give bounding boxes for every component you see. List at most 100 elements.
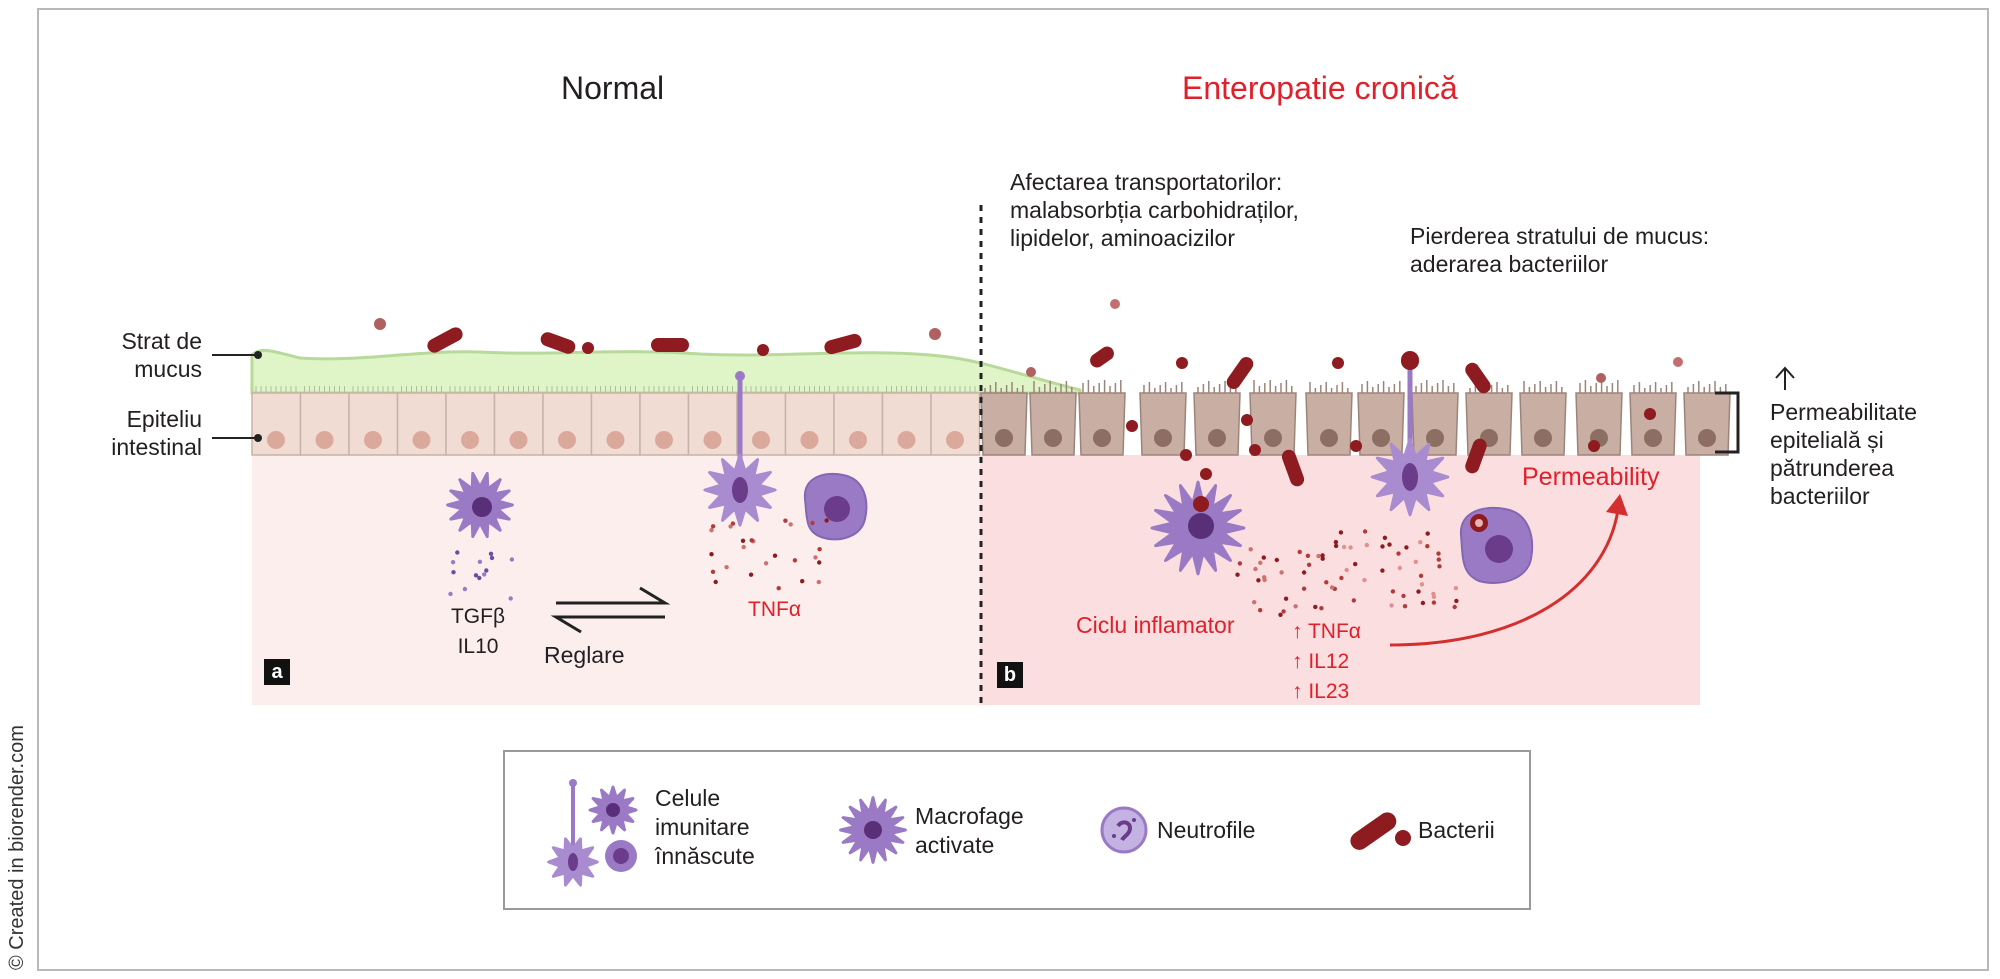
cytokine-dot — [1452, 604, 1457, 610]
panel-tag-b: b — [997, 662, 1023, 688]
cytokine-dot — [1387, 542, 1392, 547]
cytokine-il12-up: ↑ IL12 — [1292, 650, 1350, 673]
cytokine-dot — [1256, 578, 1261, 583]
epithelial-cell — [493, 386, 544, 456]
bacterium-coccus — [1026, 367, 1036, 377]
cytokine-dot — [1431, 591, 1436, 597]
cytokine-tnfa-up: ↑ TNFα — [1292, 620, 1361, 643]
credit-text: © Created in biorender.com — [6, 725, 28, 970]
cytokine-dot — [1389, 603, 1394, 608]
bacterium-coccus — [582, 342, 594, 354]
cytokine-dot — [713, 579, 718, 585]
cytokine-dot — [1248, 547, 1253, 552]
cytokine-dot — [1338, 530, 1344, 535]
cytokine-dot — [1341, 544, 1347, 550]
macrophage-chronic — [1150, 480, 1246, 576]
cytokine-dot — [1420, 600, 1426, 606]
macrophage-normal — [446, 471, 514, 539]
epithelial-cell — [736, 386, 787, 456]
cytokine-dot — [1283, 596, 1289, 601]
cytokine-dot — [1418, 573, 1424, 578]
bacterium-coccus — [1110, 299, 1120, 309]
cytokine-dot — [724, 565, 729, 570]
permeability-bracket — [1715, 391, 1740, 454]
cytokine-dot — [482, 572, 487, 577]
cytokine-dot — [1274, 557, 1280, 563]
cytokine-dot — [1396, 551, 1401, 556]
cytokine-dot — [1453, 586, 1459, 591]
cytokine-dot — [484, 568, 489, 573]
epithelial-cell — [1193, 381, 1241, 456]
bacterium-coccus — [1249, 444, 1261, 456]
chronic-cytokines: ↑ TNFα ↑ IL12 ↑ IL23 — [1292, 617, 1361, 707]
epithelial-cell — [1629, 382, 1677, 456]
cytokine-dot — [772, 553, 778, 558]
cytokine-dots — [448, 518, 1459, 617]
cytokine-dot — [1306, 562, 1312, 567]
cytokine-dot — [1252, 600, 1257, 605]
cytokine-dot — [473, 573, 479, 578]
bacterium-coccus — [1176, 357, 1188, 369]
normal-tnf: TNFα — [748, 598, 801, 621]
cytokine-dot — [783, 518, 788, 523]
cytokine-dot — [1261, 555, 1267, 560]
cytokine-dot — [462, 586, 468, 592]
cytokine-dot — [1401, 593, 1406, 599]
cytokine-dot — [710, 524, 716, 529]
cytokine-dot — [1333, 539, 1339, 545]
title-chronic: Enteropatie cronică — [1182, 70, 1458, 106]
epithelial-cell — [590, 386, 641, 456]
bacterium-rod — [427, 327, 463, 353]
epithelium-label: Epiteliu intestinal — [111, 406, 202, 460]
neutrophil-normal — [803, 472, 868, 541]
cytokine-dot — [763, 561, 769, 566]
cytokine-dot — [509, 557, 515, 562]
panel-tag-a: a — [264, 659, 290, 685]
cytokine-dot — [1351, 598, 1357, 603]
cytokine-dot — [1305, 553, 1311, 558]
cytokine-dot — [813, 555, 818, 560]
cytokine-dot — [1301, 586, 1307, 591]
cytokine-dot — [740, 538, 746, 543]
cytokine-dot — [817, 560, 822, 565]
legend-bacteria-icon — [1350, 812, 1411, 850]
cytokine-dot — [741, 544, 746, 550]
cytokine-dot — [1279, 570, 1284, 575]
cytokine-dot — [817, 547, 822, 552]
title-normal: Normal — [561, 70, 665, 106]
epithelial-cell — [784, 386, 835, 456]
bacteria-group — [374, 299, 1683, 487]
cytokine-dot — [749, 538, 754, 543]
cytokine-dot — [488, 551, 494, 556]
cytokine-dot — [455, 550, 460, 555]
figure-frame — [37, 8, 1989, 971]
cytokine-dot — [1418, 540, 1423, 545]
legend-neutrophil-icon — [1100, 806, 1148, 854]
bacterium-coccus — [1588, 440, 1600, 452]
mucus-leader-dot — [254, 351, 262, 359]
bacterium-coccus — [1350, 440, 1362, 452]
cytokine-dot — [1316, 553, 1321, 559]
cytokine-dot — [1258, 608, 1263, 613]
cytokine-dot — [1320, 556, 1325, 561]
normal-cytokines: TGFβ IL10 — [448, 602, 508, 662]
cytokine-dot — [788, 522, 793, 527]
epithelial-cell — [251, 386, 302, 456]
epithelial-cell — [299, 386, 350, 456]
cytokine-dot — [1235, 572, 1240, 577]
cytokine-dot — [1397, 565, 1403, 571]
cytokine-dot — [824, 518, 829, 523]
epithelial-cell — [445, 386, 496, 456]
cytokine-dot — [800, 579, 805, 584]
epithelial-cell — [1139, 382, 1187, 456]
bacterium-coccus — [1673, 357, 1683, 367]
cytokine-il23-up: ↑ IL23 — [1292, 680, 1350, 703]
cytokine-dot — [1416, 589, 1421, 594]
cytokine-dot — [1425, 544, 1430, 549]
epithelial-cell — [1357, 381, 1405, 456]
cytokine-dot — [792, 558, 798, 563]
bacterium-coccus — [1596, 373, 1606, 383]
cytokine-dot — [810, 520, 815, 526]
bacterium-coccus — [1200, 468, 1212, 480]
